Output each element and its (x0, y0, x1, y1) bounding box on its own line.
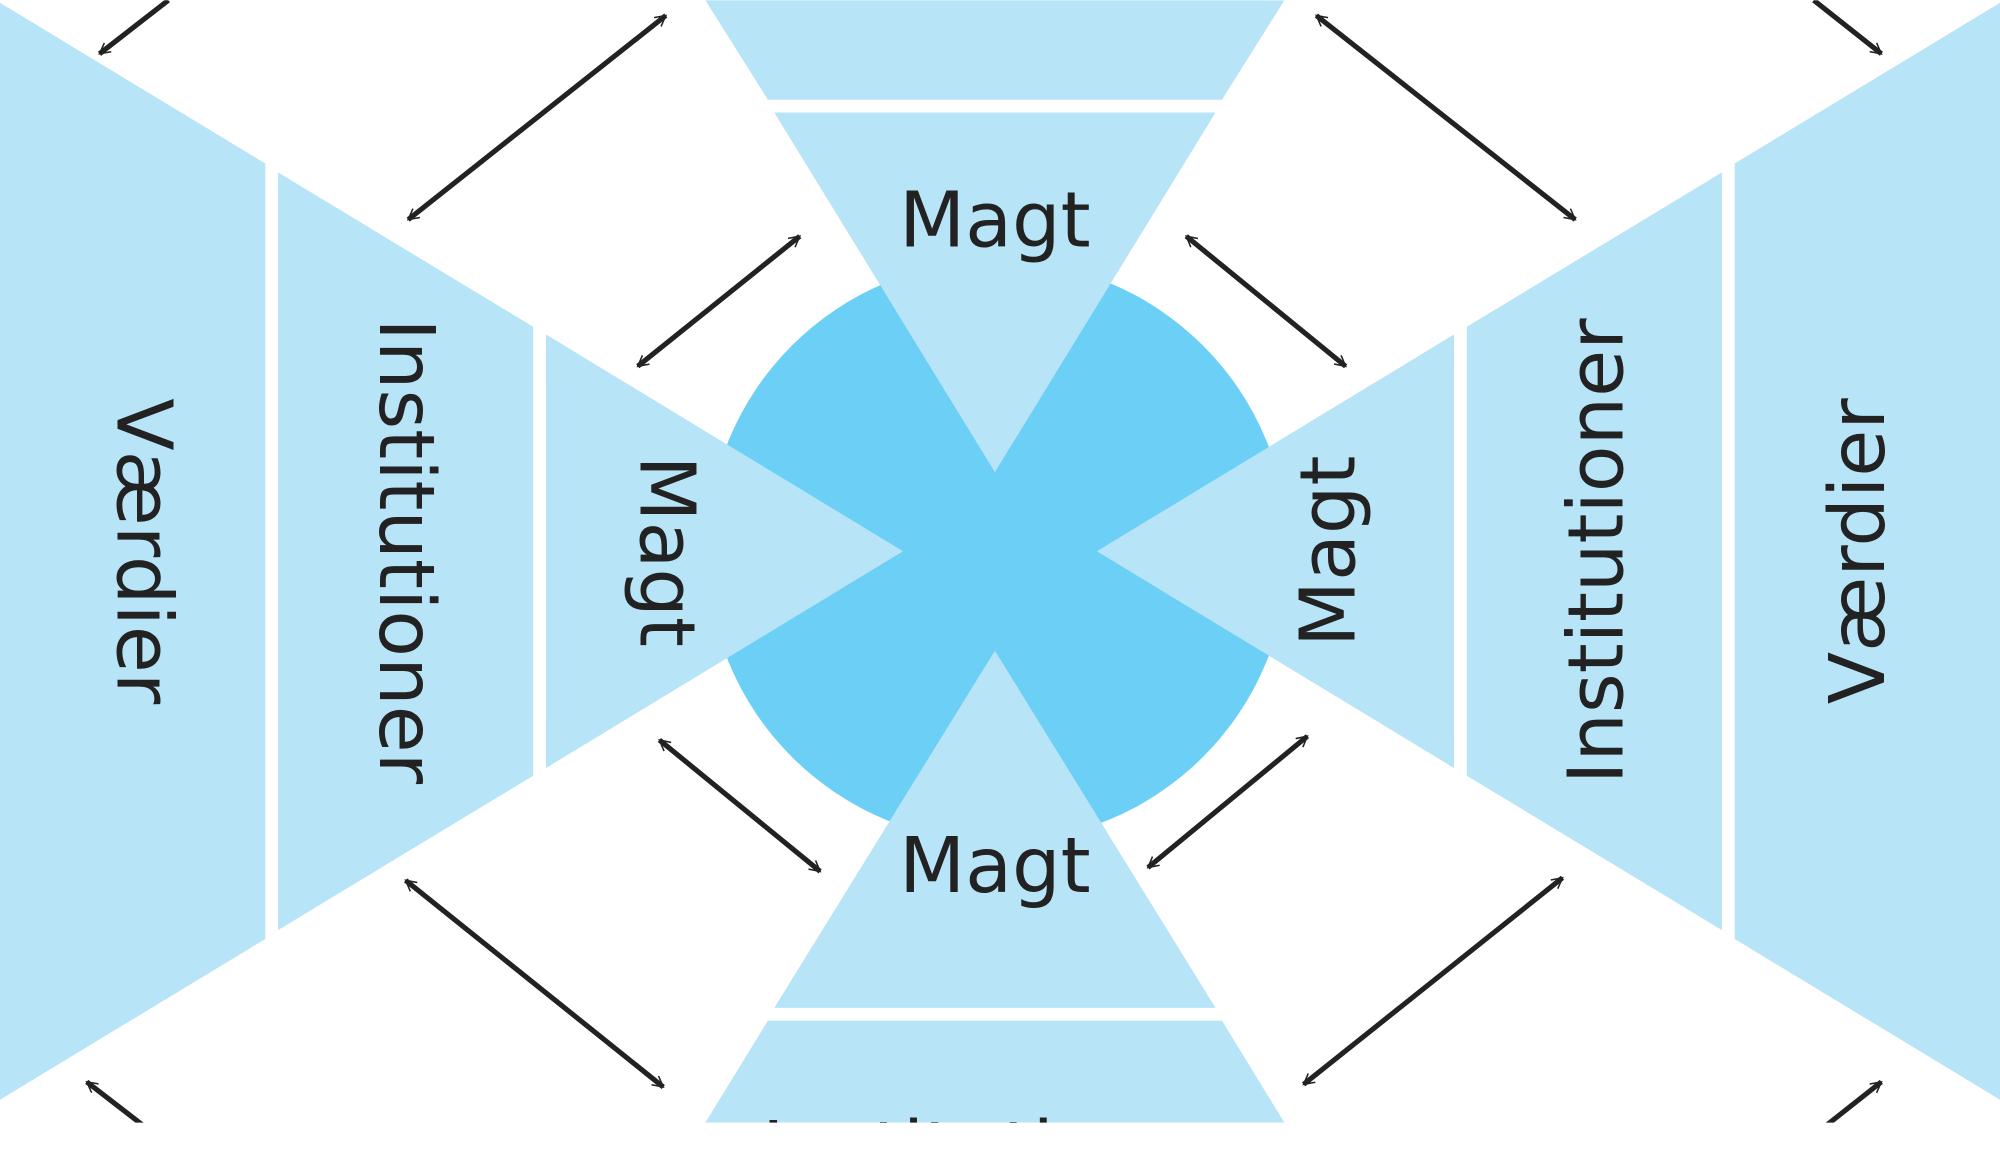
right-institutions-label: Institutioner (1552, 318, 1641, 784)
top-band (705, 0, 1285, 100)
left-institutions-band (278, 172, 534, 931)
bottom-institutions-label: Institutioner (762, 1106, 1228, 1165)
double-arrow-icon (404, 878, 665, 1089)
double-arrow-icon (1825, 1079, 1883, 1123)
left-values-label: Værdier (98, 398, 187, 704)
double-arrow-icon (657, 738, 822, 874)
bottom-magt-triangle (774, 650, 1216, 1008)
double-arrow-icon (85, 1079, 144, 1123)
top-magt-triangle (774, 112, 1216, 473)
double-arrow-icon (1301, 875, 1565, 1087)
bottom-institutions-band (705, 1020, 1285, 1123)
double-arrow-icon (1812, 0, 1883, 56)
right-magt-label: Magt (1285, 456, 1374, 647)
double-arrow-icon (406, 13, 668, 222)
left-magt-label: Magt (621, 456, 710, 647)
right-institutions-band (1466, 172, 1722, 931)
double-arrow-icon (1146, 734, 1310, 870)
top-magt-label: Magt (899, 176, 1090, 265)
right-magt-triangle (1096, 334, 1455, 769)
double-arrow-icon (1314, 13, 1577, 222)
double-arrow-icon (636, 234, 802, 369)
double-arrow-icon (97, 0, 170, 56)
double-arrow-icon (1184, 234, 1348, 369)
bottom-magt-label: Magt (899, 822, 1090, 911)
right-values-label: Værdier (1814, 398, 1903, 704)
right-values-band (1734, 2, 2000, 1100)
left-institutions-label: Institutioner (361, 318, 450, 784)
center-circle (706, 260, 1289, 843)
left-values-band (0, 2, 266, 1100)
left-magt-triangle (545, 334, 904, 769)
